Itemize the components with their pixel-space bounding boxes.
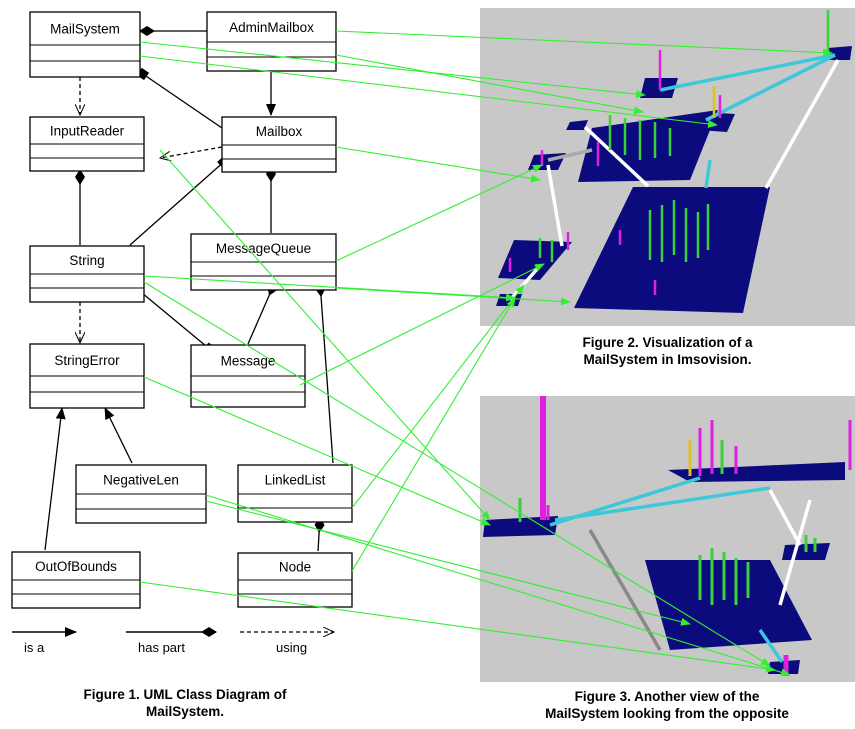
- figure-3-visualization: [480, 396, 855, 682]
- class-to-visualization-links: [139, 30, 833, 677]
- class-box-mailbox: Mailbox: [221, 116, 337, 173]
- legend: is a has part using: [12, 627, 334, 655]
- class-name: LinkedList: [265, 473, 326, 488]
- class-name: StringError: [54, 353, 120, 368]
- class-name: InputReader: [50, 124, 125, 139]
- class-name: OutOfBounds: [35, 559, 117, 574]
- figure-3-caption: Figure 3. Another view of the MailSystem…: [545, 689, 789, 721]
- class-box-string: String: [29, 245, 145, 303]
- class-box-linked-list: LinkedList: [237, 464, 353, 523]
- class-name: MailSystem: [50, 22, 120, 37]
- class-box-negative-len: NegativeLen: [75, 464, 207, 524]
- legend-has-part-label: has part: [138, 640, 185, 655]
- figure-2-visualization: [480, 8, 855, 326]
- class-box-message-queue: MessageQueue: [190, 233, 337, 291]
- class-box-message: Message: [190, 344, 306, 408]
- uml-relationships: [44, 26, 334, 552]
- class-box-string-error: StringError: [29, 343, 145, 409]
- legend-using-label: using: [276, 640, 307, 655]
- class-name: String: [69, 253, 104, 268]
- class-name: Message: [221, 354, 276, 369]
- class-box-out-of-bounds: OutOfBounds: [11, 551, 141, 609]
- class-box-node: Node: [237, 552, 353, 608]
- class-box-input-reader: InputReader: [29, 116, 145, 172]
- class-name: MessageQueue: [216, 241, 311, 256]
- class-name: Mailbox: [256, 124, 303, 139]
- class-box-mail-system: MailSystem: [29, 11, 141, 78]
- figure-1-caption: Figure 1. UML Class Diagram of MailSyste…: [83, 687, 287, 719]
- class-name: NegativeLen: [103, 473, 179, 488]
- legend-is-a-label: is a: [24, 640, 45, 655]
- class-name: Node: [279, 560, 311, 575]
- class-name: AdminMailbox: [229, 20, 314, 35]
- class-box-admin-mailbox: AdminMailbox: [206, 11, 337, 72]
- figure-2-caption: Figure 2. Visualization of a MailSystem …: [582, 335, 753, 367]
